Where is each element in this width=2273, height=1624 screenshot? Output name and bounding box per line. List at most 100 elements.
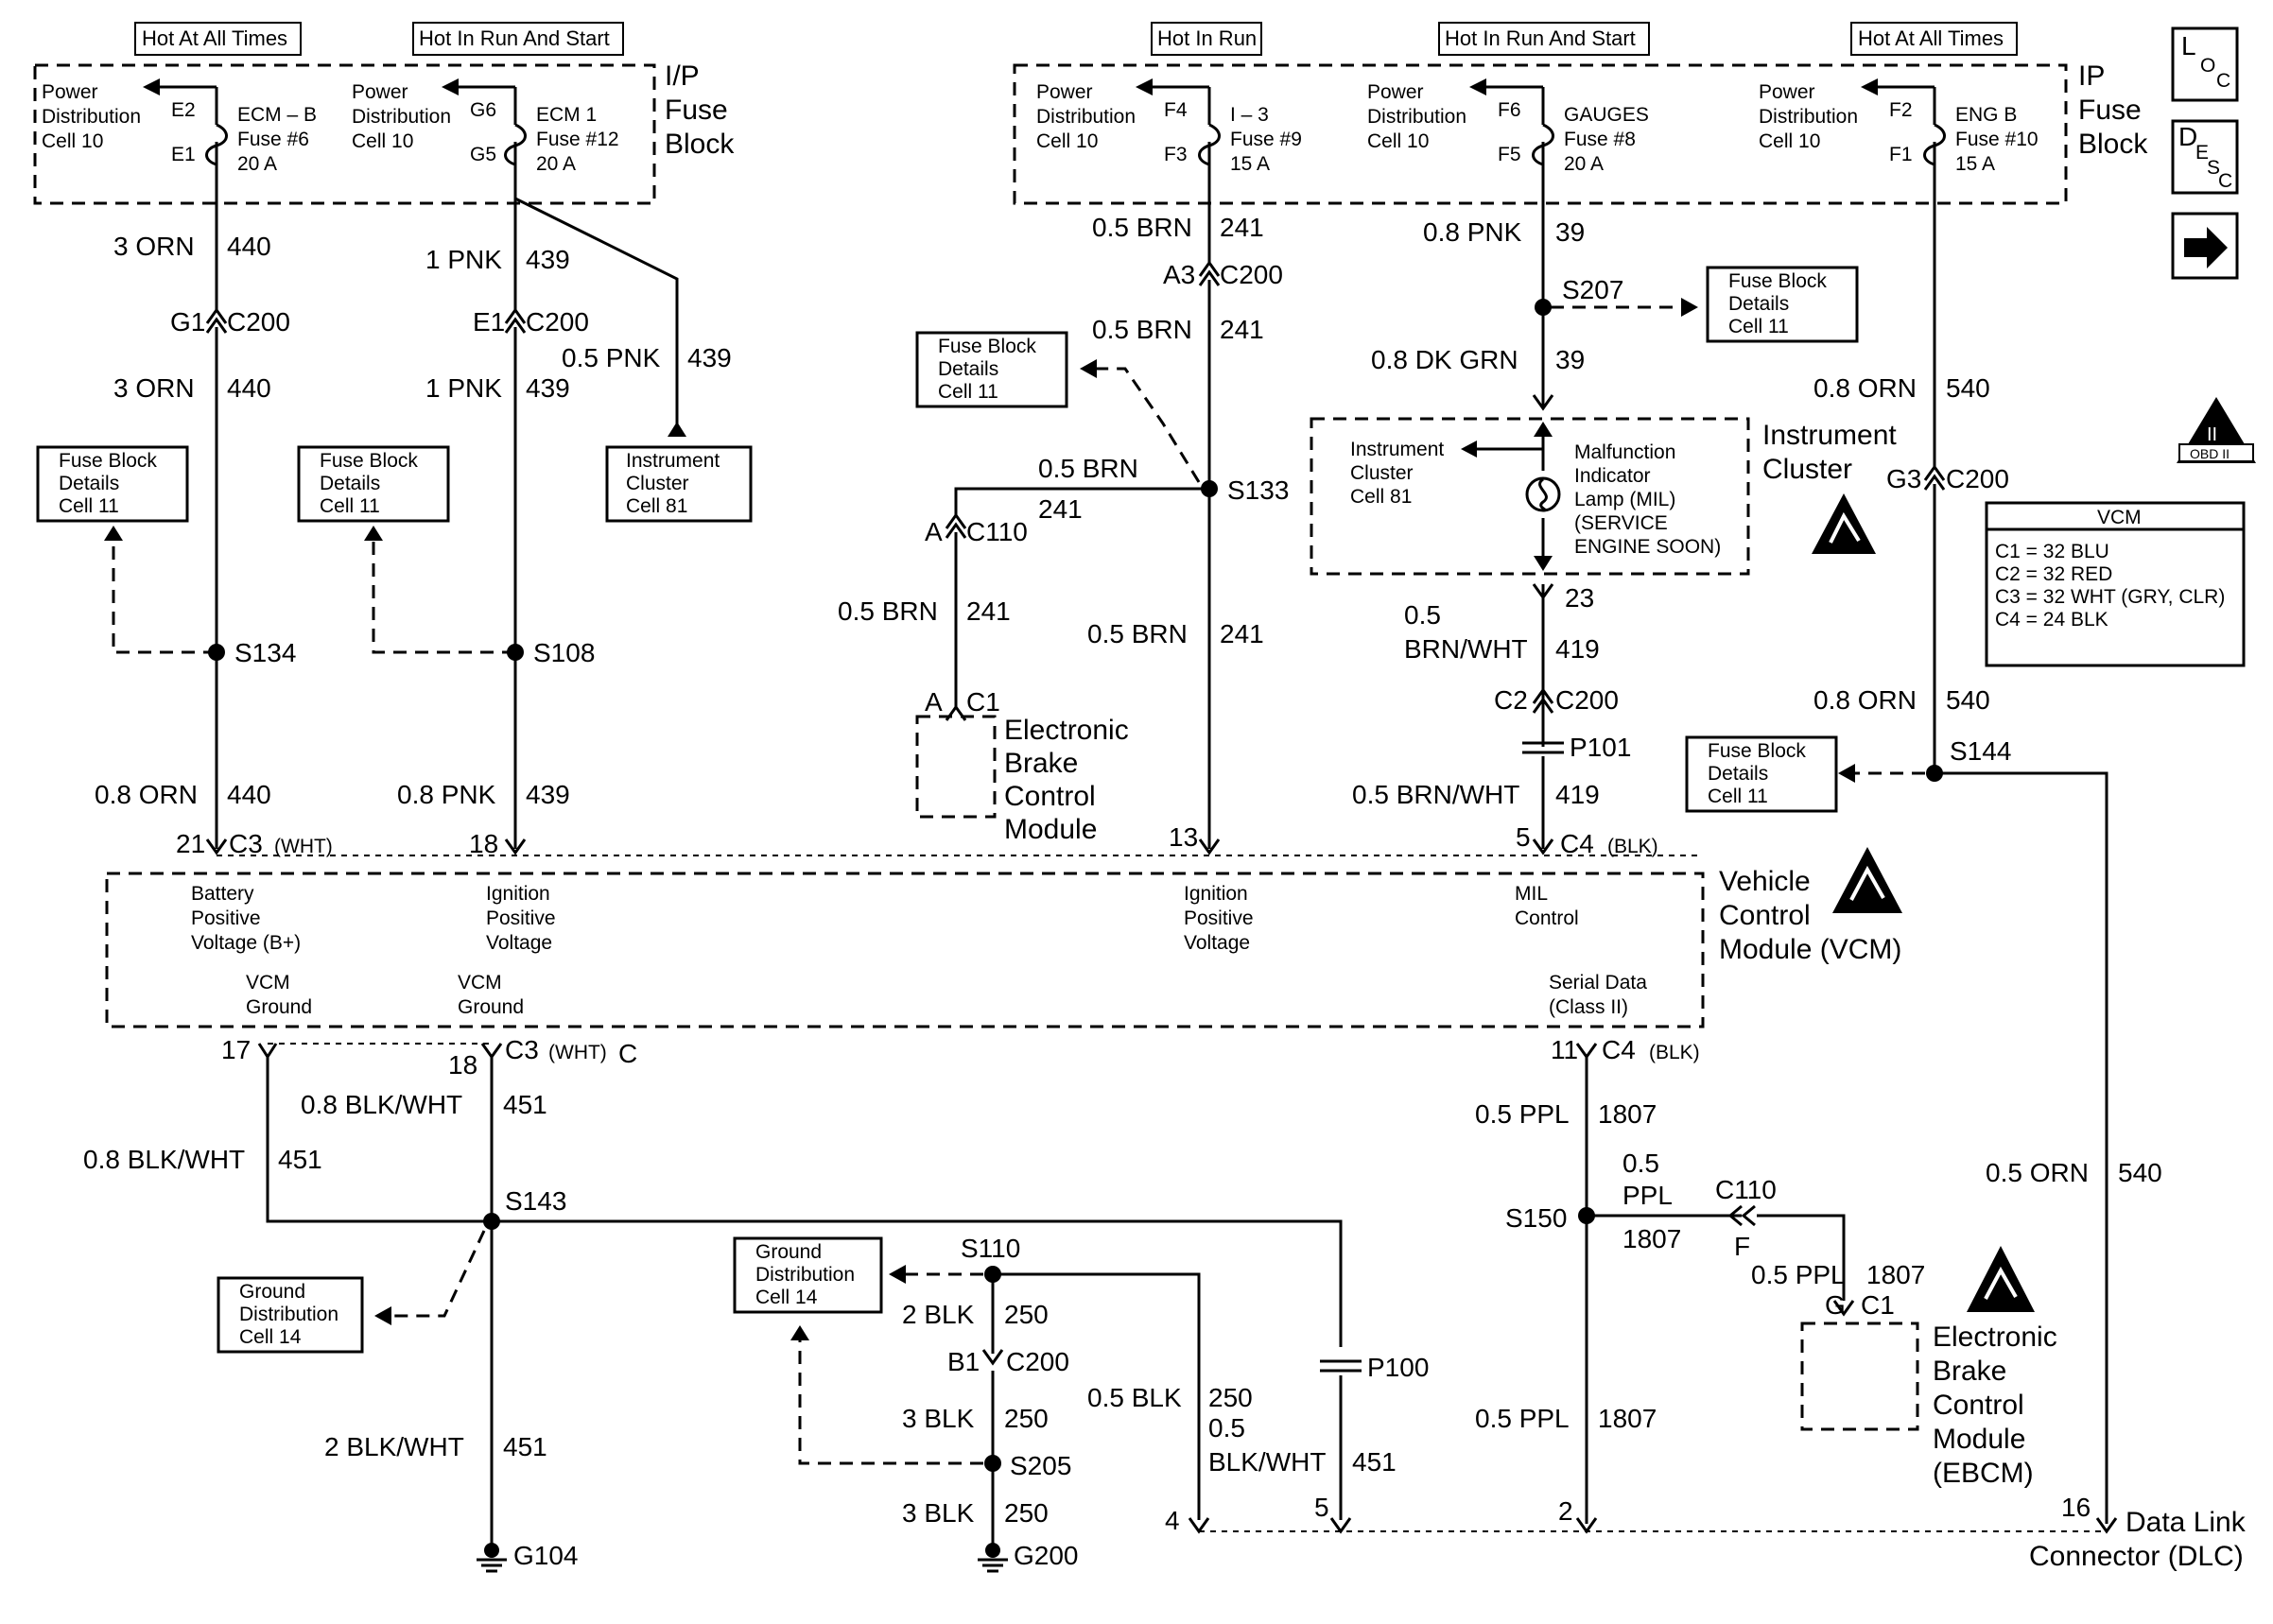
- splice-label: S144: [1950, 736, 2011, 766]
- svg-text:Control: Control: [1719, 900, 1811, 931]
- fuse-pin-top: E2: [171, 99, 196, 121]
- fuse-pin-bottom: E1: [171, 144, 196, 165]
- fuse-pin-bottom: F3: [1164, 144, 1188, 165]
- circuit-241: 0.5 BRN 241 A3 C200 0.5 BRN 241 S133 0.5…: [838, 142, 1289, 852]
- ground-distribution-ref[interactable]: Ground Distribution Cell 14: [733, 1236, 883, 1314]
- splice-label: S133: [1227, 475, 1289, 505]
- vcm-pin: 18: [469, 829, 498, 858]
- wire-label: 0.5: [1208, 1413, 1245, 1443]
- header-hot-in-run: Hot In Run: [1157, 26, 1257, 50]
- fuse-block-details-ref[interactable]: Fuse Block Details Cell 11: [1685, 735, 1838, 813]
- svg-text:(Class II): (Class II): [1549, 996, 1628, 1018]
- ground-symbol: [477, 1543, 507, 1573]
- header-hot-in-run-and-start-1: Hot In Run And Start: [419, 26, 610, 50]
- wire-label: 3 BLK: [902, 1498, 975, 1528]
- wire-label: 3 ORN: [113, 373, 195, 403]
- ground-circuit-451: 17 18 C3 (WHT) C 0.8 BLK/WHT 451 0.8 BLK…: [83, 1035, 1429, 1573]
- wire-label: 0.8 BLK/WHT: [83, 1145, 245, 1174]
- wire-label: 0.5 PPL: [1475, 1404, 1570, 1433]
- fuse-block-details-ref[interactable]: Fuse Block Details Cell 11: [1706, 266, 1859, 343]
- wire-number: 250: [1004, 1300, 1049, 1329]
- wire-label: 0.5 BRN: [1092, 315, 1192, 344]
- svg-text:Instrument: Instrument: [626, 450, 720, 472]
- arrow-left-icon: [1136, 78, 1153, 95]
- connector-color: (WHT): [548, 1042, 607, 1063]
- vcm-table-row: C1 = 32 BLU: [1995, 541, 2109, 562]
- fuse-block-details-ref[interactable]: Fuse Block Details Cell 11: [297, 445, 450, 523]
- power-distribution-ref: Cell 10: [1036, 130, 1098, 152]
- svg-text:Vehicle: Vehicle: [1719, 866, 1811, 897]
- vcm-module: Battery Positive Voltage (B+) Ignition P…: [105, 847, 1902, 1045]
- wire-label: 0.8 ORN: [1813, 373, 1917, 403]
- inline-connector: P101: [1570, 733, 1631, 762]
- inline-connector: P100: [1367, 1353, 1429, 1382]
- power-distribution-ref: Distribution: [1367, 106, 1466, 128]
- desc-icon[interactable]: [2171, 119, 2239, 195]
- vcm-pin: 5: [1516, 822, 1531, 852]
- wire-label: 2 BLK/WHT: [324, 1432, 464, 1461]
- svg-text:Positive: Positive: [486, 907, 556, 929]
- wire-label: 0.5 BRN: [838, 596, 938, 626]
- dlc-pin: 4: [1165, 1506, 1180, 1535]
- instrument-cluster-ref[interactable]: Instrument Cluster Cell 81: [605, 445, 753, 523]
- svg-text:Connector (DLC): Connector (DLC): [2029, 1541, 2244, 1572]
- svg-text:Ground: Ground: [246, 996, 312, 1018]
- ground-symbol: [978, 1543, 1008, 1573]
- circuit-39-419: 0.8 PNK 39 S207 0.8 DK GRN 39 Instrument…: [1310, 142, 1897, 858]
- wire-label: 1 PNK: [425, 245, 502, 274]
- esd-warning-icon: [1967, 1246, 2035, 1312]
- svg-text:Battery: Battery: [191, 883, 254, 905]
- svg-text:Instrument: Instrument: [1350, 439, 1444, 460]
- power-distribution-ref: Power: [1759, 81, 1815, 103]
- wire-label: 2 BLK: [902, 1300, 975, 1329]
- header-hot-at-all-times-2: Hot At All Times: [1858, 26, 2004, 50]
- wire-number: 439: [526, 245, 570, 274]
- ground-label: G104: [513, 1541, 579, 1570]
- dlc-pin: 5: [1314, 1493, 1329, 1522]
- fuse-pin-top: F2: [1889, 99, 1913, 121]
- svg-text:Positive: Positive: [1184, 907, 1254, 929]
- wire-label: 0.5: [1622, 1149, 1659, 1178]
- vcm-connector-table: VCM C1 = 32 BLU C2 = 32 RED C3 = 32 WHT …: [1985, 501, 2246, 667]
- fuse-block-details-ref[interactable]: Fuse Block Details Cell 11: [915, 331, 1068, 408]
- svg-text:(SERVICE: (SERVICE: [1574, 512, 1668, 534]
- svg-text:VCM: VCM: [246, 972, 290, 993]
- connector-pin: F: [1734, 1232, 1750, 1261]
- ground-distribution-ref[interactable]: Ground Distribution Cell 14: [217, 1276, 364, 1354]
- svg-text:Ground: Ground: [755, 1241, 822, 1263]
- loc-letter: L: [2181, 31, 2196, 60]
- connector-color: (BLK): [1649, 1042, 1700, 1063]
- wire-number: 439: [687, 343, 732, 372]
- svg-text:Fuse Block: Fuse Block: [1728, 270, 1827, 292]
- svg-text:Distribution: Distribution: [239, 1304, 338, 1325]
- connector-name: C110: [1715, 1175, 1777, 1204]
- wire-label: BLK/WHT: [1208, 1447, 1326, 1477]
- fuse-block-details-ref[interactable]: Fuse Block Details Cell 11: [36, 445, 189, 523]
- wire-label: 0.8 ORN: [95, 780, 198, 809]
- circuit-540: 0.8 ORN 540 G3 C200 0.8 ORN 540 S144 0.5…: [1813, 142, 2162, 1524]
- svg-text:Module (VCM): Module (VCM): [1719, 934, 1901, 965]
- wire-number: 241: [1220, 213, 1264, 242]
- svg-text:Cluster: Cluster: [1762, 454, 1852, 485]
- wire-label: 0.8 PNK: [1423, 217, 1522, 247]
- fuse-name: ECM – B: [237, 104, 317, 126]
- splice-label: S143: [505, 1186, 566, 1216]
- wire-label: 0.5 BLK: [1087, 1383, 1182, 1412]
- svg-text:Brake: Brake: [1933, 1356, 2006, 1387]
- arrow-left-icon: [143, 78, 160, 95]
- connector-name: C1: [1861, 1290, 1895, 1320]
- fuse-name: 15 A: [1955, 153, 1995, 175]
- svg-text:Module: Module: [1933, 1424, 2025, 1455]
- svg-text:Cell 81: Cell 81: [626, 495, 687, 517]
- header-box: [1850, 22, 2018, 56]
- fuse-pin-top: F6: [1498, 99, 1521, 121]
- loc-icon[interactable]: [2171, 26, 2239, 102]
- wire-number: 451: [503, 1432, 547, 1461]
- wire-number: 540: [1946, 373, 1990, 403]
- wire-label: 0.8 ORN: [1813, 685, 1917, 715]
- splice-dot: [1535, 299, 1552, 316]
- wire-label: PPL: [1622, 1181, 1673, 1210]
- fuse-name: 20 A: [1564, 153, 1604, 175]
- wire-number: 241: [1220, 619, 1264, 648]
- fuse-name: 20 A: [536, 153, 576, 175]
